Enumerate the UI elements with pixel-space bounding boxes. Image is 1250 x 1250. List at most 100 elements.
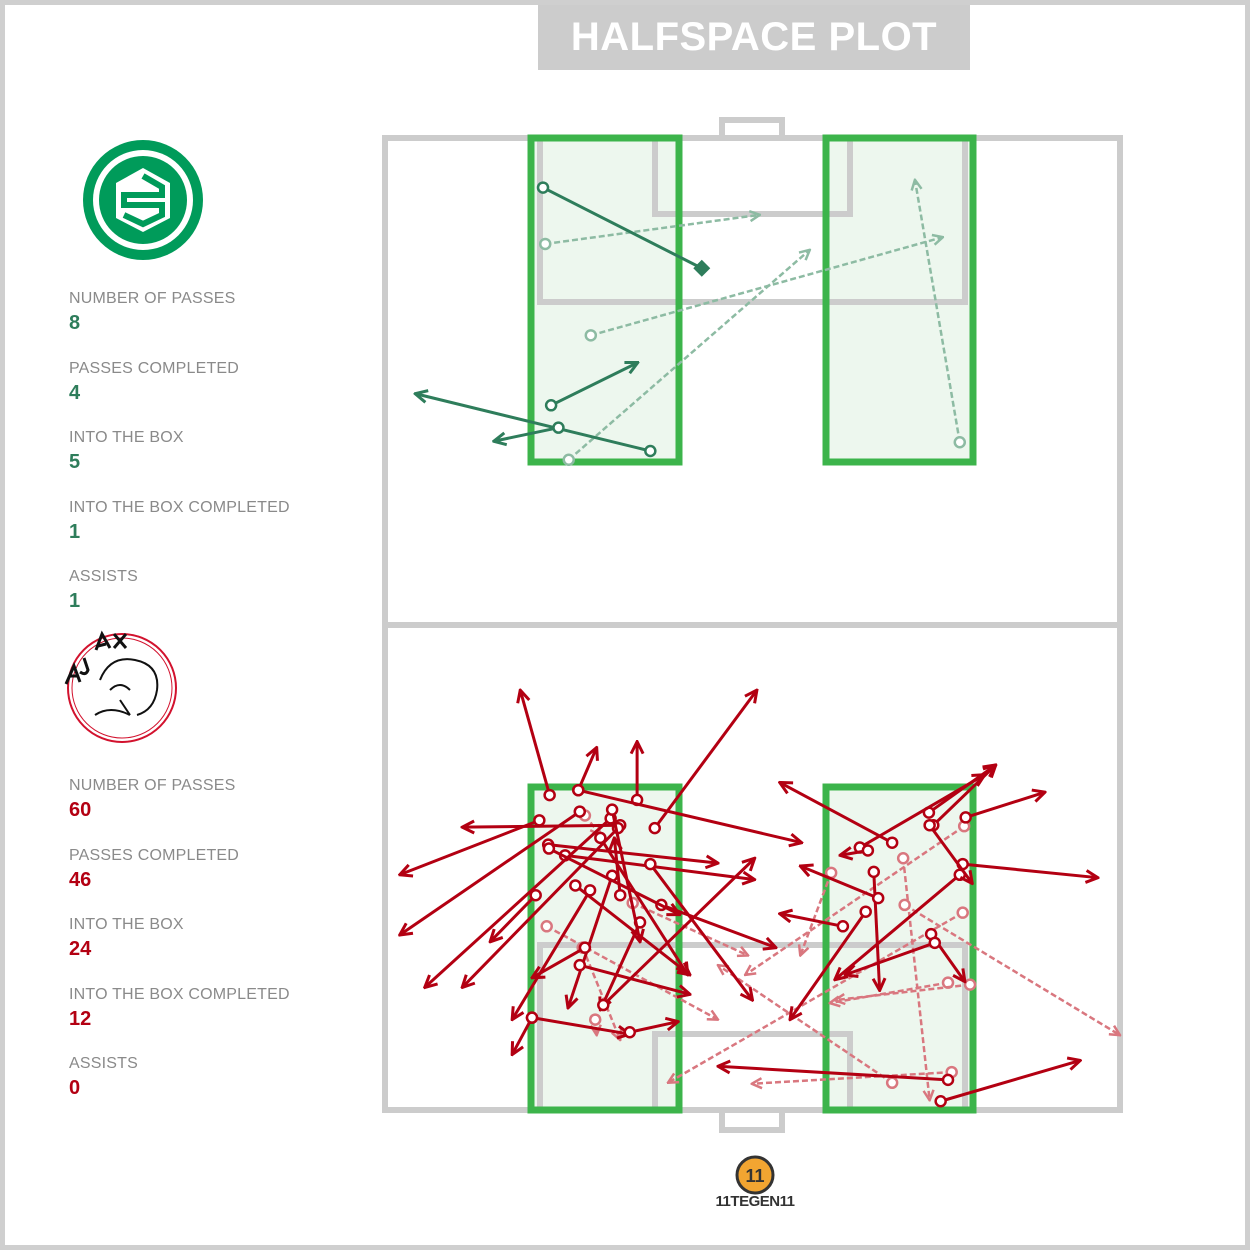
home-pass-line	[494, 426, 559, 442]
away-pass-line	[602, 858, 754, 1007]
away-pass-origin	[861, 844, 875, 857]
away-pass-line	[845, 941, 936, 975]
fc-groningen-logo	[83, 140, 203, 260]
away-stat-label: PASSES COMPLETED	[69, 846, 240, 864]
away-pass-origin	[569, 879, 582, 892]
home-stat: ASSISTS 1	[69, 568, 290, 638]
away-pass-origin	[923, 818, 936, 832]
away-pass-line	[903, 903, 1120, 1035]
away-pass-origin	[573, 805, 587, 818]
home-pass-origin	[536, 181, 550, 194]
away-pass-origin	[941, 1073, 955, 1087]
home-stat-value: 5	[69, 451, 81, 473]
away-stat-value: 24	[69, 938, 92, 960]
away-pass-line	[425, 817, 612, 987]
home-pass-origin	[538, 237, 552, 251]
away-pass-line	[653, 690, 757, 830]
home-pass-origin	[644, 444, 657, 458]
away-pass-line	[546, 925, 718, 1019]
away-pass-line	[400, 818, 540, 874]
away-stat: ASSISTS 0	[69, 1055, 290, 1125]
away-pass-origin	[644, 857, 657, 871]
11tegen11-logo: 11	[735, 1155, 775, 1195]
away-pass-origin	[525, 1011, 539, 1024]
away-pass-origin	[885, 836, 899, 849]
pitch	[382, 117, 1123, 1133]
away-pass-line	[548, 847, 680, 915]
away-pass-origin	[540, 920, 553, 933]
away-pass-line	[520, 690, 552, 796]
away-pass-origin	[623, 1025, 637, 1039]
home-pass-origin	[584, 329, 598, 342]
away-pass-line	[835, 983, 971, 1001]
home-stat-label: ASSISTS	[69, 568, 138, 585]
away-pass-line	[745, 825, 965, 975]
home-stat-label: INTO THE BOX	[69, 429, 184, 446]
home-pass-line	[550, 363, 638, 407]
away-pass-line	[512, 889, 592, 1019]
away-pass-origin	[934, 1095, 947, 1108]
away-pass-line	[800, 866, 879, 900]
away-pass-origin	[896, 852, 910, 865]
away-pass-origin	[867, 865, 881, 879]
away-stat-label: ASSISTS	[69, 1055, 138, 1072]
home-stat-value: 1	[69, 520, 81, 543]
away-pass-origin	[836, 920, 850, 933]
away-pass-line	[718, 965, 893, 1084]
away-stat-value: 12	[69, 1007, 92, 1030]
home-pass-origin	[562, 453, 575, 466]
away-pass-origin	[928, 936, 942, 950]
away-pass-line	[599, 837, 687, 975]
away-pass-line	[610, 809, 640, 942]
away-stat: INTO THE BOX COMPLETED 12	[69, 986, 290, 1056]
away-pass-line	[780, 782, 893, 845]
away-pass-origin	[542, 842, 556, 855]
away-pass-line	[490, 894, 537, 942]
away-stat: PASSES COMPLETED 46	[69, 847, 290, 917]
top-six-yard-box	[652, 135, 853, 217]
away-pass-line	[965, 792, 1045, 819]
home-pass-origin	[552, 421, 565, 434]
home-stat-value: 8	[69, 312, 81, 334]
away-pass-line	[564, 853, 755, 879]
away-pass-origin	[594, 831, 607, 845]
away-stat-label: INTO THE BOX COMPLETED	[69, 985, 290, 1003]
bottom-six-yard-box	[652, 1031, 853, 1113]
home-pass-origin	[953, 435, 967, 449]
home-pass-line	[567, 250, 810, 461]
away-pass-origin	[543, 788, 556, 802]
away-pass-line	[928, 824, 973, 883]
away-pass-line	[940, 1060, 1081, 1103]
away-pass-origin	[613, 888, 627, 902]
halfspace-zones	[527, 134, 977, 1114]
away-pass-line	[579, 963, 690, 994]
away-pass-line	[531, 1016, 630, 1035]
home-stat-value: 1	[69, 590, 81, 612]
away-pass-line	[632, 901, 748, 955]
away-stat-value: 46	[69, 868, 92, 891]
away-pass-line	[859, 775, 985, 849]
away-pass-origin	[898, 898, 911, 912]
brand-logo-text: 11	[745, 1166, 764, 1186]
passes-layer	[400, 180, 1120, 1108]
home-pass-origin	[544, 399, 558, 412]
away-pass-origin	[648, 821, 661, 835]
away-pass-origin	[572, 783, 585, 797]
away-pass-origin	[578, 941, 592, 954]
away-pass-line	[752, 1070, 952, 1084]
away-pass-origin	[956, 906, 969, 919]
home-stat-value: 4	[69, 381, 81, 404]
away-pass-line	[668, 911, 964, 1083]
away-pass-origin	[533, 814, 546, 827]
away-pass-line	[577, 788, 801, 842]
away-stat-value: 0	[69, 1077, 81, 1099]
brand: 11TEGEN11	[705, 1193, 805, 1210]
page-title: HALFSPACE PLOT	[538, 5, 970, 70]
away-pass-origin	[588, 1013, 602, 1026]
